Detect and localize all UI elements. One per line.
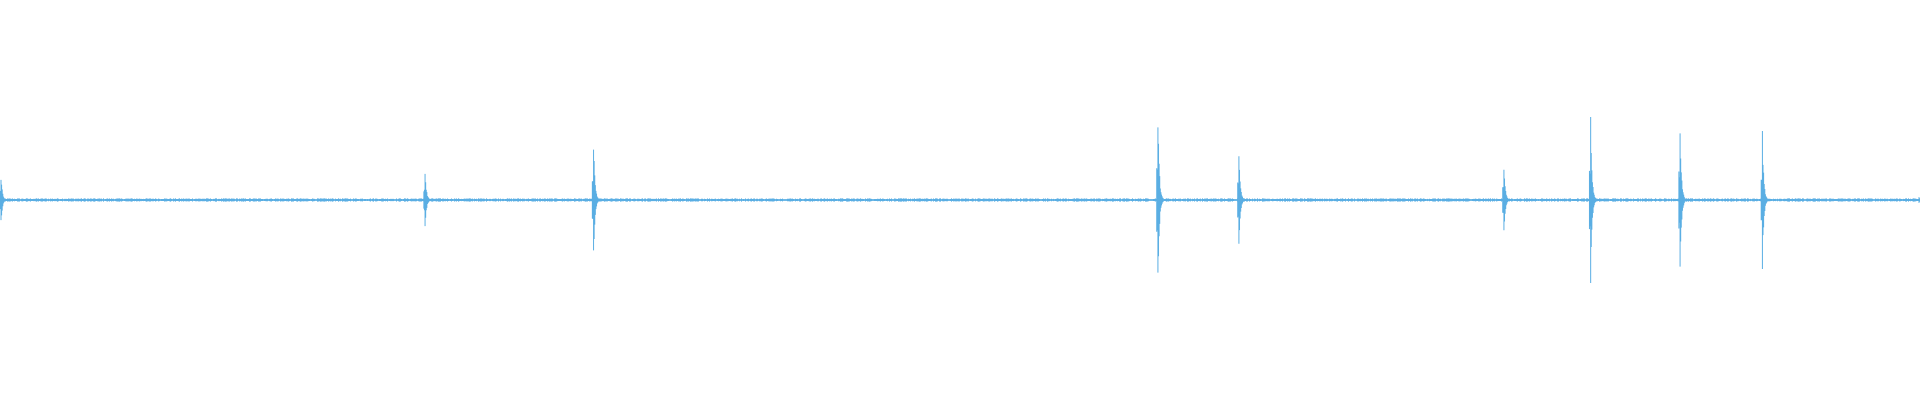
waveform-spike — [1760, 130, 1769, 270]
waveform-spike — [1156, 127, 1164, 273]
waveform-spike — [1917, 197, 1920, 203]
waveform-spike — [1678, 133, 1686, 267]
waveform-spike — [0, 179, 7, 221]
waveform-layer — [0, 117, 1920, 283]
waveform-spike — [591, 149, 600, 251]
waveform-spike — [1502, 169, 1510, 231]
waveform-spike — [423, 173, 431, 227]
waveform-spike — [1588, 117, 1597, 283]
waveform-spike — [1237, 156, 1245, 244]
